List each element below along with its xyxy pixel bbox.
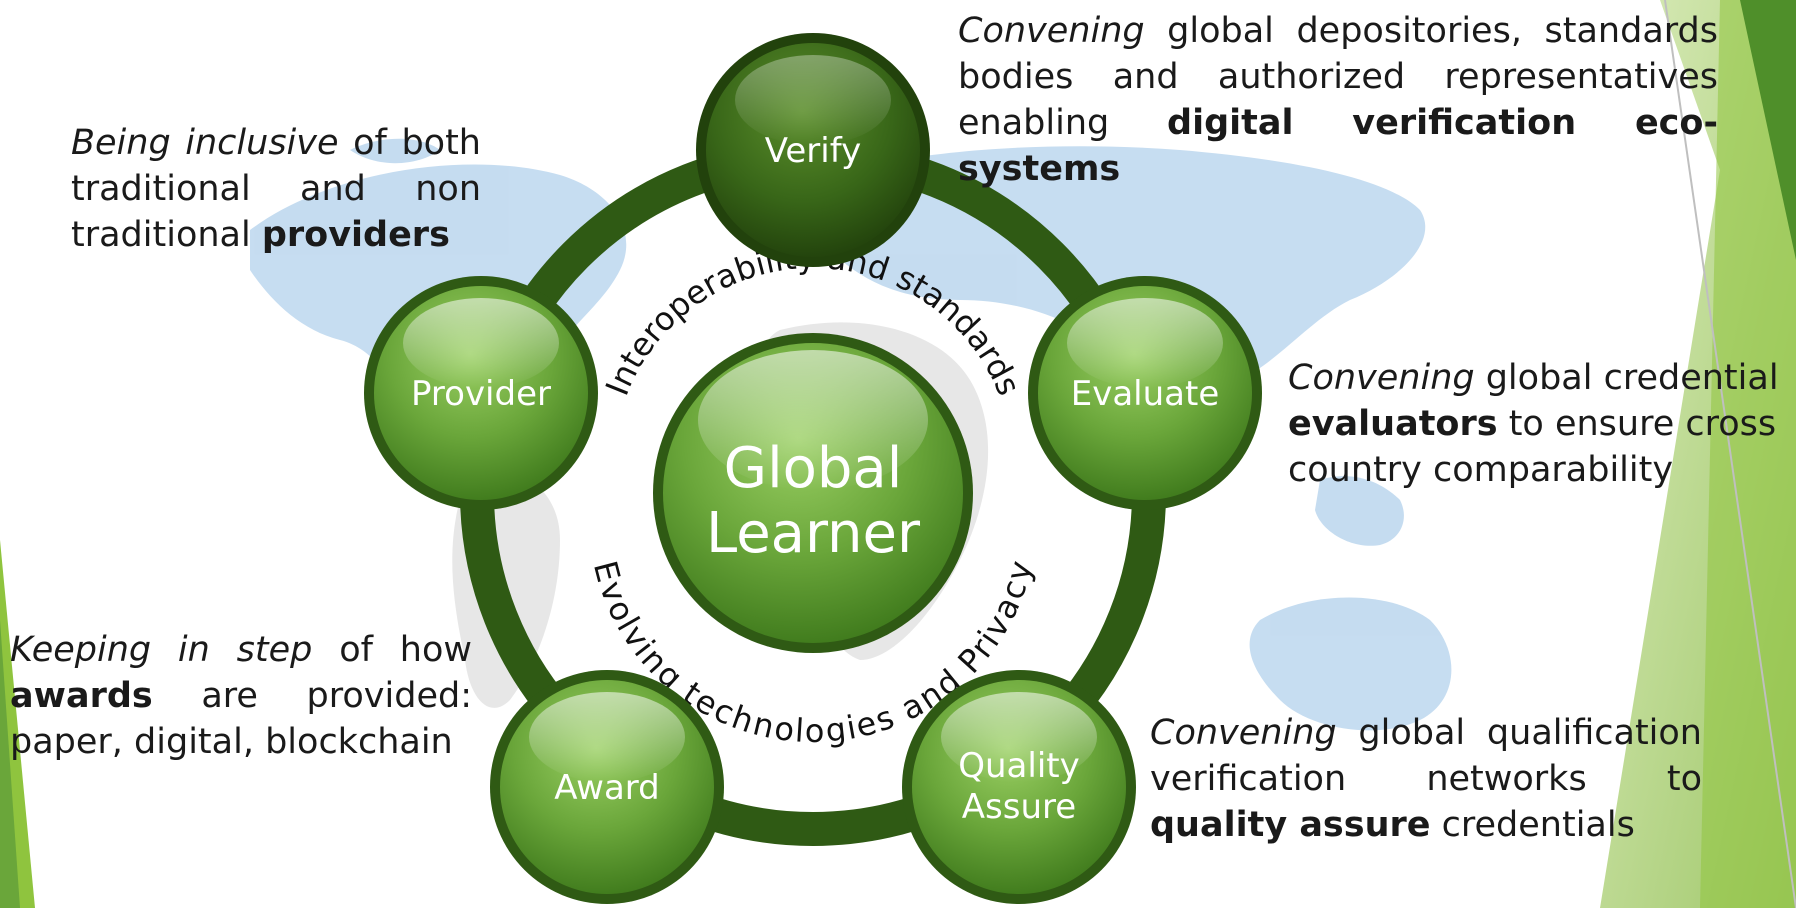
- caption-quality-line2: verification networks to: [1150, 759, 1702, 799]
- node-verify-label: Verify: [765, 131, 861, 171]
- caption-award-bold: awards: [10, 676, 153, 716]
- node-award-label: Award: [554, 768, 660, 808]
- caption-award-italic: Keeping in step: [10, 630, 313, 670]
- caption-evaluate-line1: global credential: [1474, 358, 1779, 398]
- caption-verify-line2: bodies and authorized representatives: [958, 57, 1718, 97]
- caption-evaluate-line2: to ensure cross: [1497, 404, 1777, 444]
- caption-award-line3: paper, digital, blockchain: [10, 722, 453, 762]
- caption-provider: Being inclusive of both traditional and …: [71, 120, 481, 258]
- center-line2: Learner: [706, 501, 921, 566]
- slide-decoration-left: [0, 540, 35, 908]
- caption-quality-italic: Convening: [1150, 713, 1337, 753]
- caption-evaluate: Convening global credential evaluators t…: [1288, 355, 1788, 493]
- caption-provider-bold: providers: [261, 215, 450, 255]
- caption-award: Keeping in step of how awards are provid…: [10, 627, 472, 765]
- caption-verify-line1: global depositories, standards: [1144, 11, 1718, 51]
- caption-verify: Convening global depositories, standards…: [958, 8, 1718, 192]
- node-evaluate-label: Evaluate: [1071, 374, 1220, 414]
- caption-evaluate-bold: evaluators: [1288, 404, 1498, 444]
- caption-verify-italic: Convening: [958, 11, 1145, 51]
- caption-provider-italic: Being inclusive: [71, 123, 339, 163]
- node-provider: Provider: [364, 276, 598, 510]
- caption-quality-line1: global qualification: [1336, 713, 1702, 753]
- caption-award-line1: of how: [312, 630, 472, 670]
- caption-quality-bold: quality assure: [1150, 805, 1431, 845]
- caption-evaluate-italic: Convening: [1288, 358, 1475, 398]
- node-evaluate: Evaluate: [1028, 276, 1262, 510]
- node-provider-label: Provider: [411, 374, 551, 414]
- caption-provider-line2: traditional and non: [71, 169, 481, 209]
- caption-verify-line3: enabling: [958, 103, 1168, 143]
- caption-provider-line1: of both: [338, 123, 481, 163]
- node-quality-label-line1: Quality: [958, 746, 1080, 786]
- caption-verify-bold: digital verification eco-systems: [958, 103, 1719, 189]
- caption-evaluate-line3: country comparability: [1288, 450, 1674, 490]
- node-quality-assure: Quality Assure: [902, 670, 1136, 904]
- node-verify: Verify: [696, 33, 930, 267]
- caption-quality-assure: Convening global qualification verificat…: [1150, 710, 1702, 848]
- center-global-learner: Global Learner: [653, 333, 973, 653]
- node-award: Award: [490, 670, 724, 904]
- caption-award-line2: are provided:: [152, 676, 472, 716]
- caption-provider-line3: traditional: [71, 215, 262, 255]
- slide-decoration-right: [1600, 0, 1796, 908]
- caption-quality-line3: credentials: [1430, 805, 1635, 845]
- center-line1: Global: [724, 436, 903, 501]
- node-quality-label-line2: Assure: [962, 787, 1076, 827]
